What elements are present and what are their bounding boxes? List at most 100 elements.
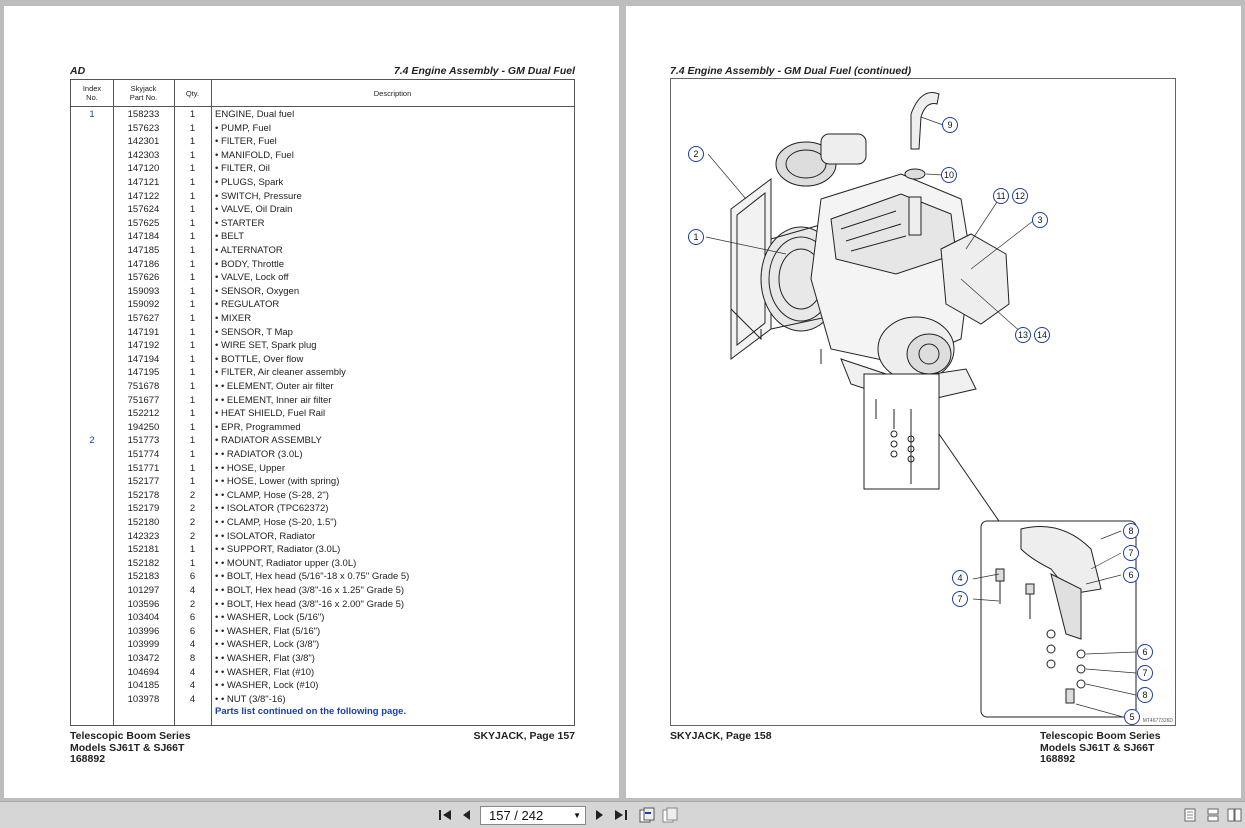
right-page: 7.4 Engine Assembly - GM Dual Fuel (cont… — [626, 6, 1241, 798]
footer-models-line: Models SJ61T & SJ66T — [1040, 741, 1155, 754]
callout-8b: 8 — [1137, 687, 1153, 703]
row-description: • HEAT SHIELD, Fuel Rail — [215, 408, 326, 420]
row-part-number: 147194 — [127, 353, 160, 365]
row-description: • REGULATOR — [215, 299, 280, 311]
row-part-number: 152182 — [127, 557, 160, 569]
last-page-icon[interactable] — [612, 806, 630, 824]
row-description: ENGINE, Dual fuel — [215, 109, 295, 120]
row-part-number: 103472 — [127, 653, 160, 664]
row-description: • ALTERNATOR — [215, 245, 283, 256]
row-part-number: 103978 — [127, 693, 160, 705]
prev-page-icon[interactable] — [458, 806, 474, 824]
footer-series-line: Telescopic Boom Series — [70, 730, 191, 742]
row-qty: 8 — [189, 653, 196, 664]
row-qty: 1 — [189, 313, 196, 324]
page-number-158: SKYJACK, Page 158 — [670, 730, 772, 742]
row-qty: 1 — [189, 449, 196, 460]
row-description: • • MOUNT, Radiator upper (3.0L) — [215, 557, 357, 569]
row-description: • • ELEMENT, Outer air filter — [215, 381, 334, 392]
row-description: • WIRE SET, Spark plug — [215, 340, 317, 352]
page-indicator-text: 157 / 242 — [489, 808, 544, 823]
row-qty: 1 — [189, 299, 196, 311]
col-header-part-line2: Part No. — [129, 93, 158, 102]
row-part-number: 147191 — [127, 326, 160, 338]
page-number-select[interactable]: 157 / 242 ▼ — [480, 806, 586, 825]
row-part-number: 103404 — [127, 612, 160, 624]
row-description: • • WASHER, Flat (3/8") — [215, 653, 315, 664]
callout-3: 3 — [1032, 212, 1048, 228]
parts-table: Index No. Skyjack Part No. Qty. Descript… — [70, 79, 575, 726]
row-description: • FILTER, Air cleaner assembly — [215, 367, 346, 379]
row-qty: 1 — [189, 245, 196, 256]
row-qty: 2 — [189, 530, 196, 542]
two-page-view-icon[interactable] — [1226, 806, 1242, 824]
row-part-number: 152183 — [127, 571, 160, 583]
callout-13: 13 — [1015, 327, 1031, 343]
footer-models-line: Models SJ61T & SJ66T — [70, 741, 185, 754]
row-description: • • ELEMENT, Inner air filter — [215, 394, 332, 406]
row-part-number: 147195 — [127, 367, 160, 379]
row-description: • • CLAMP, Hose (S-28, 2") — [215, 489, 329, 501]
first-page-icon[interactable] — [436, 806, 454, 824]
callout-7: 7 — [1123, 545, 1139, 561]
row-qty: 2 — [189, 489, 196, 501]
go-forward-icon[interactable] — [661, 806, 679, 824]
row-part-number: 152180 — [127, 517, 160, 528]
row-qty: 1 — [189, 163, 196, 175]
row-qty: 1 — [189, 258, 196, 270]
row-qty: 1 — [189, 435, 196, 447]
footer-docnum-line: 168892 — [1040, 753, 1076, 765]
drawing-code: MT4677326D — [1142, 718, 1173, 724]
row-description: • EPR, Programmed — [215, 421, 301, 433]
row-description: • • WASHER, Lock (5/16") — [215, 612, 325, 624]
callout-6: 6 — [1123, 567, 1139, 583]
row-index: 1 — [89, 109, 95, 120]
row-qty: 1 — [189, 272, 196, 284]
row-part-number: 147184 — [127, 231, 160, 243]
callout-2: 2 — [688, 146, 704, 162]
engine-assembly-diagram: 9 2 10 11 12 3 1 13 14 8 7 6 4 7 6 7 8 5… — [670, 78, 1176, 726]
row-part-number: 103996 — [127, 625, 160, 637]
row-index: 2 — [89, 435, 95, 447]
row-description: • • WASHER, Lock (#10) — [215, 680, 319, 692]
continued-note: Parts list continued on the following pa… — [215, 706, 407, 718]
next-page-icon[interactable] — [592, 806, 608, 824]
row-part-number: 101297 — [127, 585, 160, 596]
row-part-number: 142303 — [127, 149, 160, 161]
row-description: • • WASHER, Flat (#10) — [215, 666, 315, 678]
row-part-number: 157626 — [127, 272, 160, 284]
row-description: • • RADIATOR (3.0L) — [215, 449, 303, 460]
table-row: 103472 8 • • WASHER, Flat (3/8") — [71, 652, 574, 666]
col-header-index-line1: Index — [82, 84, 102, 93]
row-qty: 1 — [189, 190, 196, 202]
row-description: • SWITCH, Pressure — [215, 190, 302, 202]
row-description: • • WASHER, Lock (3/8") — [215, 639, 320, 651]
row-qty: 1 — [189, 544, 196, 556]
chevron-down-icon: ▼ — [573, 811, 581, 820]
col-header-part: Skyjack Part No. — [113, 80, 174, 106]
col-header-qty: Qty. — [185, 88, 200, 98]
row-description: • SENSOR, Oxygen — [215, 285, 300, 297]
row-qty: 1 — [189, 408, 196, 420]
go-back-icon[interactable] — [638, 806, 656, 824]
single-page-view-icon[interactable] — [1183, 806, 1197, 824]
continuous-view-icon[interactable] — [1206, 806, 1220, 824]
